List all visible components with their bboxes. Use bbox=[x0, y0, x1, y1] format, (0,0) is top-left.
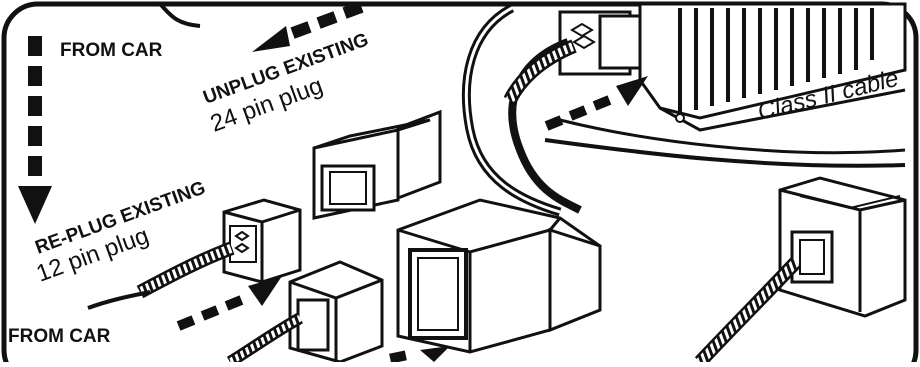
dashed-arrow-icon bbox=[544, 76, 648, 131]
dashed-arrow-icon bbox=[389, 346, 450, 364]
connector-bottom-icon bbox=[288, 260, 384, 364]
connector-large-icon bbox=[396, 198, 602, 354]
heatsink-module-icon bbox=[558, 2, 907, 132]
connector-12pin-icon bbox=[222, 198, 302, 284]
dashed-arrow-icon bbox=[252, 1, 364, 52]
connector-24pin-icon bbox=[312, 109, 442, 220]
dashed-arrow-icon bbox=[18, 36, 52, 224]
from-car-wire-top bbox=[158, 2, 201, 28]
from-car-top-label: FROM CAR bbox=[60, 40, 163, 61]
dashed-arrow-icon bbox=[176, 276, 282, 331]
from-car-wire-bottom bbox=[87, 290, 151, 310]
interface-box-icon bbox=[778, 176, 907, 318]
from-car-bottom-label: FROM CAR bbox=[8, 326, 111, 347]
